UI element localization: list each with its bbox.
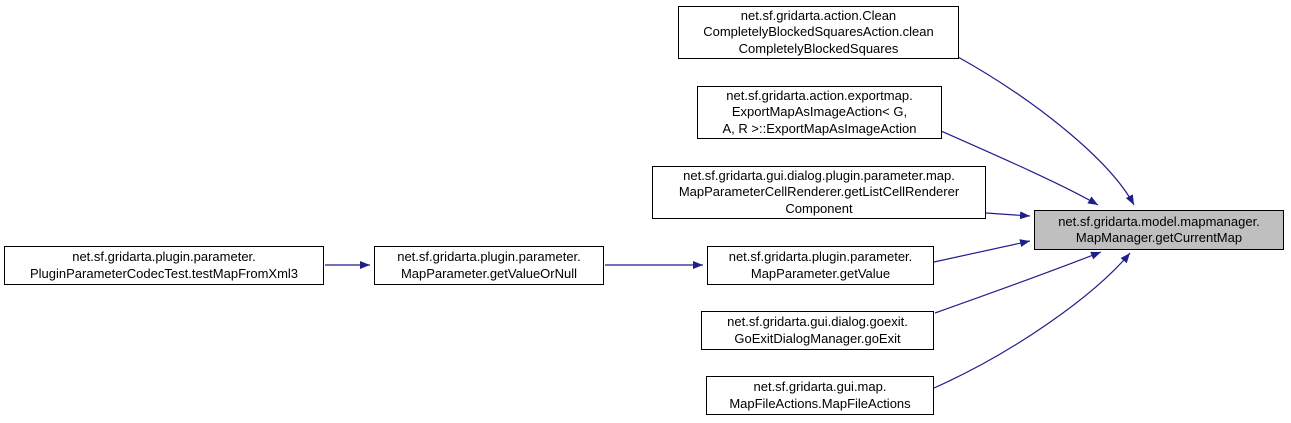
node-test-map-from-xml3[interactable]: net.sf.gridarta.plugin.parameter. Plugin… bbox=[4, 246, 324, 285]
edge-getvalue-to-target bbox=[933, 239, 1031, 263]
edge-cellrenderer-to-target bbox=[985, 211, 1031, 220]
node-export-map-as-image-action[interactable]: net.sf.gridarta.action.exportmap. Export… bbox=[697, 86, 942, 139]
edge-mapfileactions-to-target bbox=[933, 252, 1131, 389]
node-target-get-current-map: net.sf.gridarta.model.mapmanager. MapMan… bbox=[1034, 210, 1284, 250]
node-get-value-or-null[interactable]: net.sf.gridarta.plugin.parameter. MapPar… bbox=[374, 246, 604, 285]
node-get-value[interactable]: net.sf.gridarta.plugin.parameter. MapPar… bbox=[707, 246, 934, 285]
node-clean-completely-blocked-squares[interactable]: net.sf.gridarta.action.Clean CompletelyB… bbox=[678, 6, 959, 59]
edge-goexit-to-target bbox=[934, 251, 1102, 314]
node-map-parameter-cell-renderer[interactable]: net.sf.gridarta.gui.dialog.plugin.parame… bbox=[652, 166, 986, 219]
node-go-exit[interactable]: net.sf.gridarta.gui.dialog.goexit. GoExi… bbox=[701, 311, 934, 350]
node-map-file-actions[interactable]: net.sf.gridarta.gui.map. MapFileActions.… bbox=[706, 376, 934, 415]
